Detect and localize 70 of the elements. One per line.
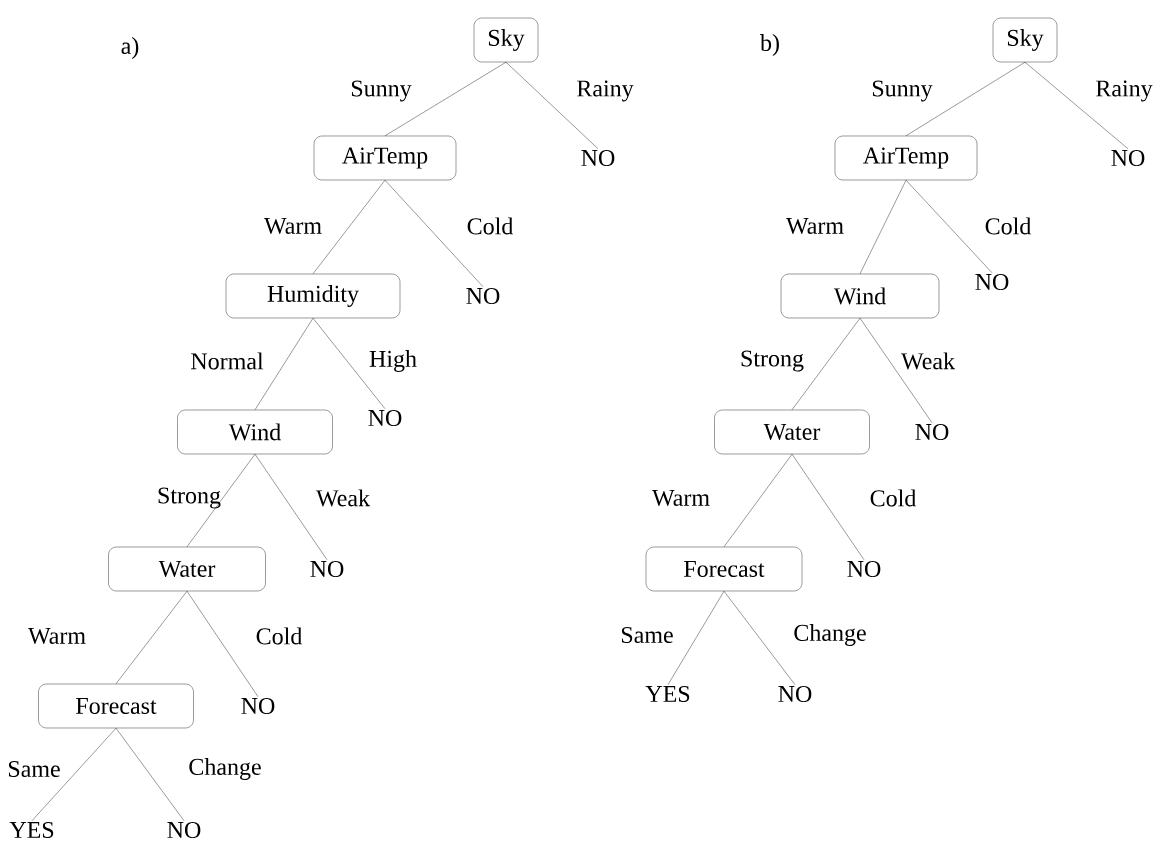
node-box: Wind: [177, 409, 333, 455]
branch-line: [254, 318, 314, 410]
branch-line: [384, 180, 484, 287]
leaf-label: NO: [241, 697, 275, 715]
node-box: Forecast: [38, 683, 194, 729]
branch-line: [186, 454, 256, 547]
node-box: Wind: [780, 273, 940, 319]
edge-label: Warm: [28, 627, 86, 645]
branch-line: [1024, 62, 1129, 149]
branch-line: [667, 591, 725, 685]
leaf-label: NO: [167, 821, 201, 839]
edge-label: Same: [621, 626, 673, 644]
leaf-label: NO: [466, 287, 500, 305]
leaf-label: NO: [310, 560, 344, 578]
edge-label: High: [369, 350, 417, 372]
branch-line: [384, 62, 507, 136]
branch-line: [254, 454, 328, 560]
branch-line: [791, 454, 865, 560]
edge-label: Weak: [316, 489, 371, 507]
edge-label: Normal: [191, 352, 264, 370]
panel-label: b): [760, 34, 779, 56]
node-box: Water: [714, 409, 870, 455]
leaf-label: NO: [915, 423, 949, 441]
branch-line: [115, 728, 185, 821]
edge-label: Cold: [256, 627, 303, 645]
leaf-label: NO: [368, 409, 402, 427]
branch-line: [115, 591, 188, 684]
edge-label: Sunny: [872, 80, 933, 102]
node-box: Sky: [473, 17, 539, 63]
branch-line: [723, 591, 796, 685]
node-box: Forecast: [645, 546, 803, 592]
node-box: AirTemp: [834, 135, 978, 181]
branch-line: [905, 180, 993, 273]
panel-label: a): [121, 37, 139, 59]
edge-label: Same: [8, 760, 60, 778]
branch-line: [791, 318, 861, 410]
edge-label: Cold: [467, 217, 514, 235]
edge-label: Change: [794, 624, 866, 646]
edge-label: Change: [189, 758, 261, 780]
edge-label: Weak: [901, 352, 956, 370]
leaf-label: NO: [847, 560, 881, 578]
node-box: Water: [108, 546, 266, 592]
edge-label: Rainy: [577, 80, 634, 102]
leaf-label: YES: [9, 821, 54, 839]
edge-label: Rainy: [1096, 80, 1153, 102]
edge-label: Sunny: [351, 80, 412, 102]
branch-line: [186, 591, 259, 697]
leaf-label: NO: [581, 149, 615, 167]
node-box: AirTemp: [313, 135, 457, 181]
edge-label: Strong: [741, 350, 804, 372]
leaf-label: NO: [1111, 149, 1145, 167]
branch-line: [312, 180, 386, 274]
edge-label: Warm: [652, 489, 710, 507]
branch-line: [505, 62, 599, 149]
branch-line: [859, 318, 933, 423]
branch-line: [905, 62, 1026, 136]
leaf-label: NO: [975, 273, 1009, 291]
edge-label: Strong: [158, 487, 221, 509]
edge-label: Cold: [870, 489, 917, 507]
edge-label: Warm: [264, 217, 322, 235]
branch-line: [723, 454, 793, 547]
node-box: Sky: [992, 17, 1058, 63]
node-box: Humidity: [225, 273, 401, 319]
leaf-label: YES: [645, 685, 690, 703]
branch-line: [31, 728, 117, 821]
branch-line: [859, 180, 907, 274]
leaf-label: NO: [778, 685, 812, 703]
branch-line: [312, 318, 386, 409]
edge-label: Cold: [985, 217, 1032, 235]
edge-label: Warm: [786, 217, 844, 235]
